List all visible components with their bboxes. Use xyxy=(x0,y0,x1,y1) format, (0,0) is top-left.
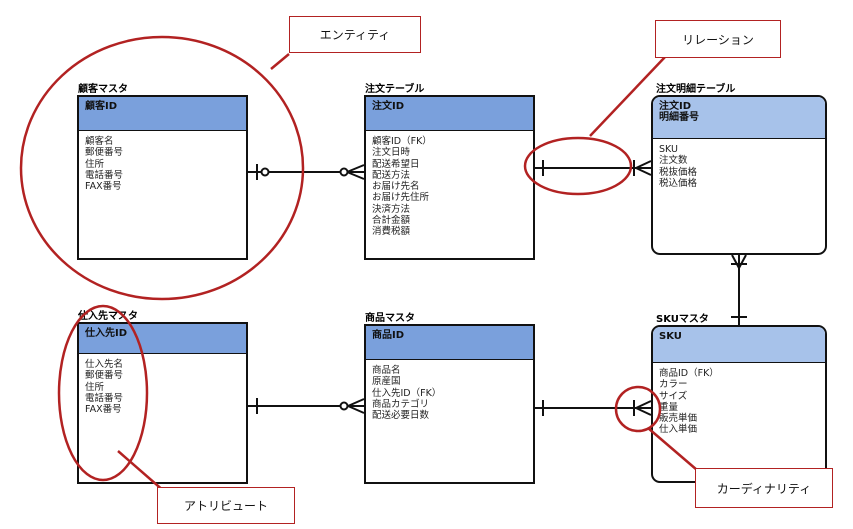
attribute: 配送必要日数 xyxy=(372,410,430,422)
product-master-key: 商品ID xyxy=(366,326,533,360)
attribute-label: アトリビュート xyxy=(157,487,295,524)
attribute: 販売単価 xyxy=(659,413,698,425)
attribute: 消費税額 xyxy=(372,226,411,238)
order-detail-attributes: SKU 注文数 税抜価格 税込価格 xyxy=(653,139,825,194)
product-master-entity[interactable]: 商品ID 商品名 原産国 仕入先ID（FK） 商品カテゴリ 配送必要日数 xyxy=(364,324,535,484)
relation-detail-sku[interactable] xyxy=(731,254,747,325)
relation-order-detail[interactable] xyxy=(535,160,652,176)
customer-master-entity[interactable]: 顧客ID 顧客名 郵便番号 住所 電話番号 FAX番号 xyxy=(77,95,248,260)
attribute: 原産国 xyxy=(372,376,401,388)
attribute: 仕入先ID（FK） xyxy=(372,387,442,399)
attribute: 配送希望日 xyxy=(372,158,420,170)
attribute: 郵便番号 xyxy=(85,147,124,159)
order-table-title: 注文テーブル xyxy=(365,84,425,95)
attribute: 注文日時 xyxy=(372,147,411,159)
order-detail-keys: 注文ID 明細番号 xyxy=(653,97,825,139)
relation-customer-order[interactable] xyxy=(248,164,365,180)
order-detail-title: 注文明細テーブル xyxy=(656,84,736,95)
attribute: 電話番号 xyxy=(85,169,124,181)
entity-callout-line xyxy=(270,53,290,70)
supplier-master-title: 仕入先マスタ xyxy=(78,311,138,322)
supplier-master-key: 仕入先ID xyxy=(79,324,246,354)
attribute: 住所 xyxy=(85,158,105,170)
cardinality-label: カーディナリティ xyxy=(695,468,833,508)
attribute: 郵便番号 xyxy=(85,370,124,382)
attribute: 商品カテゴリ xyxy=(372,398,430,410)
attribute: FAX番号 xyxy=(85,181,122,193)
relation-highlight-ellipse xyxy=(523,136,633,196)
order-detail-key: 注文ID xyxy=(659,101,692,112)
attribute: 電話番号 xyxy=(85,392,124,404)
sku-master-title: SKUマスタ xyxy=(656,314,709,325)
attribute: 商品ID（FK） xyxy=(659,368,719,379)
product-master-title: 商品マスタ xyxy=(365,313,415,324)
order-table-entity[interactable]: 注文ID 顧客ID（FK） 注文日時 配送希望日 配送方法 お届け先名 お届け先… xyxy=(364,95,535,260)
attribute: 仕入先名 xyxy=(85,359,124,370)
order-table-key: 注文ID xyxy=(366,97,533,131)
attribute: 住所 xyxy=(85,381,105,393)
sku-master-entity[interactable]: SKU 商品ID（FK） カラー サイズ 重量 販売単価 仕入単価 xyxy=(651,325,827,483)
attribute: 税抜価格 xyxy=(659,166,698,178)
attribute: 顧客ID（FK） xyxy=(372,136,432,147)
attribute: 合計金額 xyxy=(372,215,411,227)
order-detail-entity[interactable]: 注文ID 明細番号 SKU 注文数 税抜価格 税込価格 xyxy=(651,95,827,255)
attribute: お届け先住所 xyxy=(372,192,430,204)
customer-master-title: 顧客マスタ xyxy=(78,84,128,95)
product-master-attributes: 商品名 原産国 仕入先ID（FK） 商品カテゴリ 配送必要日数 xyxy=(366,360,533,426)
sku-master-key: SKU xyxy=(653,327,825,363)
attribute: カラー xyxy=(659,379,688,391)
order-table-attributes: 顧客ID（FK） 注文日時 配送希望日 配送方法 お届け先名 お届け先住所 決済… xyxy=(366,131,533,243)
customer-master-key: 顧客ID xyxy=(79,97,246,131)
attribute: SKU xyxy=(659,144,678,155)
attribute: 決済方法 xyxy=(372,203,411,215)
relation-product-sku[interactable] xyxy=(535,400,652,416)
order-detail-key2: 明細番号 xyxy=(659,112,699,123)
attribute: 配送方法 xyxy=(372,169,411,181)
entity-label: エンティティ xyxy=(289,16,421,53)
attribute: 注文数 xyxy=(659,155,688,167)
attribute: お届け先名 xyxy=(372,181,420,193)
sku-master-attributes: 商品ID（FK） カラー サイズ 重量 販売単価 仕入単価 xyxy=(653,363,825,441)
attribute: サイズ xyxy=(659,390,688,402)
attribute: 商品名 xyxy=(372,365,401,376)
attribute: 顧客名 xyxy=(85,136,114,147)
supplier-master-entity[interactable]: 仕入先ID 仕入先名 郵便番号 住所 電話番号 FAX番号 xyxy=(77,322,248,484)
attribute: 重量 xyxy=(659,401,679,413)
supplier-master-attributes: 仕入先名 郵便番号 住所 電話番号 FAX番号 xyxy=(79,354,246,420)
relation-supplier-product[interactable] xyxy=(248,398,365,414)
attribute: 税込価格 xyxy=(659,177,698,189)
relation-label: リレーション xyxy=(655,20,781,58)
attribute: 仕入単価 xyxy=(659,424,698,436)
attribute: FAX番号 xyxy=(85,404,122,416)
customer-master-attributes: 顧客名 郵便番号 住所 電話番号 FAX番号 xyxy=(79,131,246,197)
